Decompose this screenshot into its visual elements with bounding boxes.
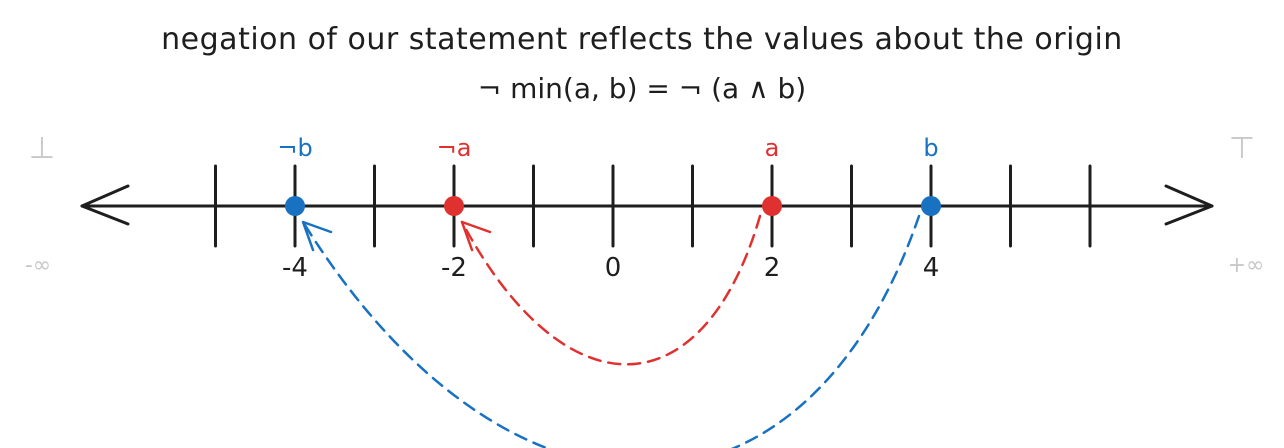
point-label: ¬b	[277, 134, 312, 162]
left-arrowhead	[80, 184, 130, 226]
tick-label: 0	[605, 253, 622, 283]
pos-infinity-label: +∞	[1228, 253, 1265, 278]
point-marker	[762, 196, 782, 216]
reflection-arc	[460, 214, 762, 366]
neg-infinity-label: -∞	[25, 253, 51, 278]
point-marker	[444, 196, 464, 216]
point-label: b	[923, 134, 938, 162]
bottom-symbol: ⊥	[29, 131, 55, 166]
reflection-arrowhead	[301, 220, 333, 252]
point-label: a	[765, 134, 780, 162]
point-label: ¬a	[437, 134, 472, 162]
reflection-arrowhead	[460, 220, 492, 252]
point-marker	[285, 196, 305, 216]
point-marker	[921, 196, 941, 216]
top-symbol: ⊤	[1229, 131, 1255, 166]
tick-label: 2	[764, 253, 781, 283]
diagram-title: negation of our statement reflects the v…	[161, 22, 1123, 57]
tick-label: 4	[923, 253, 940, 283]
tick-label: -4	[282, 253, 308, 283]
right-arrowhead	[1164, 184, 1214, 226]
reflection-arc	[301, 214, 921, 448]
formula: ¬ min(a, b) = ¬ (a ∧ b)	[477, 72, 807, 105]
tick-label: -2	[441, 253, 467, 283]
